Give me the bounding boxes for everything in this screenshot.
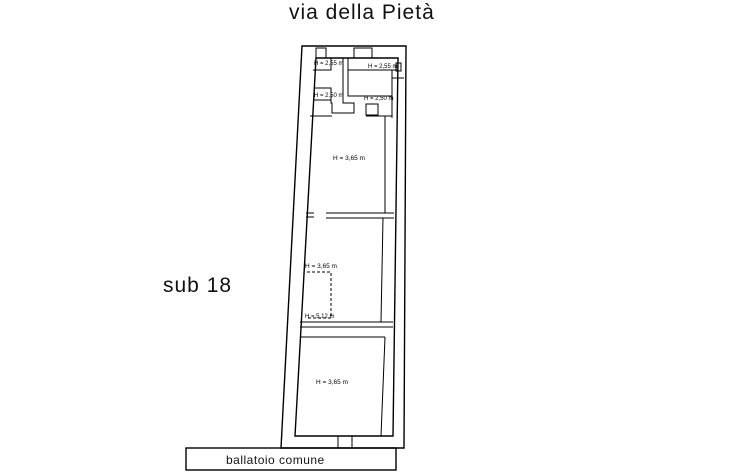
corridor-label: ballatoio comune — [226, 453, 325, 467]
height-label: H = 5,12 m — [305, 314, 335, 320]
height-label: H = 3,65 m — [305, 263, 337, 270]
outer-walls — [280, 45, 407, 449]
height-label: H = 2,55 m — [314, 61, 344, 67]
unit-label: sub 18 — [163, 274, 232, 297]
height-label: H = 2,55 m — [368, 64, 398, 70]
upper-partitions — [310, 58, 404, 118]
height-label: H = 3,65 m — [333, 155, 365, 162]
height-label: H = 2,50 m — [364, 96, 394, 102]
height-label: H = 3,65 m — [316, 379, 348, 386]
dashed-outline — [306, 271, 332, 319]
room-divisions — [300, 116, 394, 437]
common-corridor: ballatoio comune — [185, 447, 397, 471]
height-label: H = 2,50 m — [314, 93, 344, 99]
top-wall-details — [315, 47, 402, 72]
street-label: via della Pietà — [289, 1, 435, 24]
entrance-door — [337, 436, 353, 448]
